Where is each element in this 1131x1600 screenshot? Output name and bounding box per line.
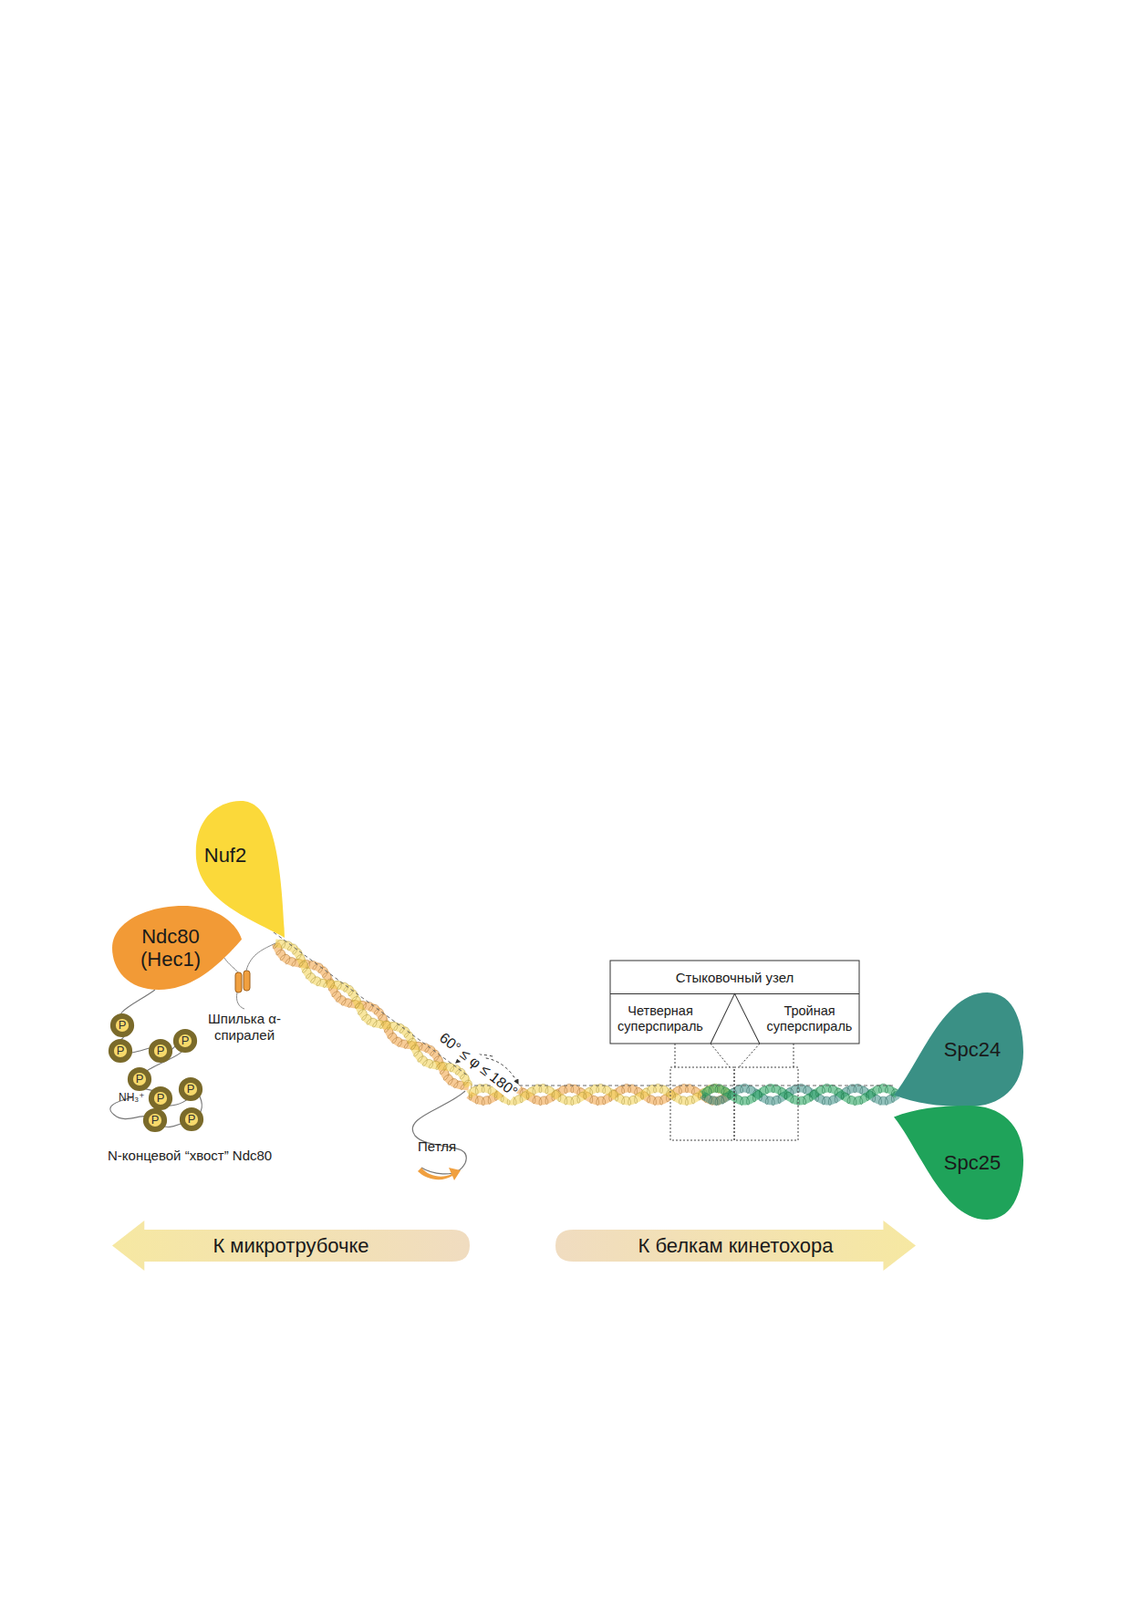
phospho-label: P xyxy=(151,1113,160,1128)
node-label: Spc24 xyxy=(944,1037,1001,1061)
annotation-label: NH₃⁺ xyxy=(118,1090,146,1104)
phospho-site: P xyxy=(181,1109,202,1130)
phospho-site: P xyxy=(145,1110,166,1131)
annotation-label: Петля xyxy=(417,1138,457,1155)
loop-line xyxy=(412,1090,467,1174)
linker-line xyxy=(246,943,276,971)
phospho-site: P xyxy=(110,1040,131,1061)
envelope-line xyxy=(474,1085,896,1087)
tail-line xyxy=(110,989,203,1127)
node-label: Четверная суперспираль xyxy=(610,1003,711,1034)
docking-cell: Четверная суперспираль xyxy=(610,994,711,1044)
direction-arrow: К микротрубочке xyxy=(112,1220,470,1271)
node-label: Nuf2 xyxy=(204,843,247,867)
protein-head: Ndc80 (Hec1) xyxy=(112,905,242,990)
node-label: Ndc80 (Hec1) xyxy=(129,924,212,972)
phospho-site: P xyxy=(150,1088,171,1109)
protein-head: Spc24 xyxy=(893,992,1024,1107)
phospho-site: P xyxy=(180,1079,201,1100)
helix-hairpin xyxy=(243,970,250,991)
protein-head: Spc25 xyxy=(893,1105,1024,1220)
annotation-label: 60° ≤ φ ≤ 180° xyxy=(435,1028,521,1101)
phospho-label: P xyxy=(156,1091,166,1106)
node-label: Стыковочный узел xyxy=(675,969,795,986)
helix-coil xyxy=(702,1083,901,1106)
phospho-site: P xyxy=(129,1068,150,1090)
phospho-label: P xyxy=(187,1112,197,1127)
linker-line xyxy=(236,992,245,1009)
loop-arrow xyxy=(417,1167,461,1181)
phospho-label: P xyxy=(135,1072,145,1087)
helix-strand xyxy=(702,1088,898,1101)
phospho-site: P xyxy=(175,1030,196,1051)
docking-guide xyxy=(670,1043,799,1141)
helix-hairpin xyxy=(235,972,242,993)
node-label: Spc25 xyxy=(944,1151,1001,1174)
node-label: Тройная суперспираль xyxy=(759,1003,860,1034)
phospho-label: P xyxy=(186,1082,196,1097)
phospho-label: P xyxy=(116,1044,125,1059)
phospho-label: P xyxy=(118,1018,127,1033)
annotation-label: Шпилька α-спиралей xyxy=(207,1010,281,1044)
helix-coil xyxy=(702,1083,901,1106)
docking-cell: Тройная суперспираль xyxy=(759,994,860,1044)
helix-coil xyxy=(272,944,472,1090)
phospho-site: P xyxy=(112,1015,133,1036)
phospho-label: P xyxy=(156,1044,166,1059)
docking-box: Стыковочный узелЧетверная суперспираль Тр… xyxy=(610,960,860,1044)
direction-arrow: К белкам кинетохора xyxy=(555,1220,916,1271)
phospho-label: P xyxy=(181,1034,190,1048)
coiled-coil xyxy=(272,939,901,1105)
node-label: К микротрубочке xyxy=(212,1234,369,1257)
helix-coil xyxy=(274,939,473,1088)
node-label: К белкам кинетохора xyxy=(637,1234,833,1257)
annotation-label: N-концевой “хвост” Ndc80 xyxy=(107,1147,272,1164)
envelope-line xyxy=(273,932,469,1077)
phospho-site: P xyxy=(150,1040,171,1061)
